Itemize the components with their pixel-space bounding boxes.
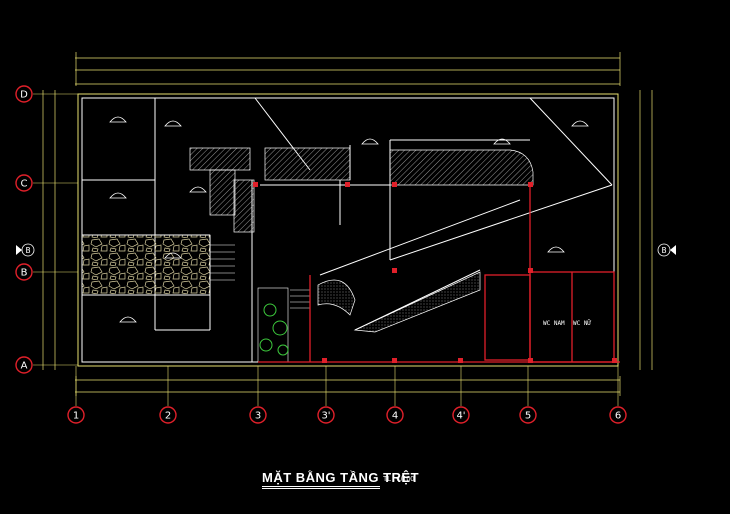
- wc-nam-label: WC NAM: [543, 320, 565, 327]
- row-axis-a: A: [15, 356, 33, 374]
- column-axis-4: 3': [317, 406, 335, 424]
- dimension-lines: [42, 52, 653, 396]
- column-axis-bubbles: 1 2 3 3' 4 4' 5 6: [67, 366, 627, 424]
- column-axis-2: 2: [159, 406, 177, 424]
- column-axis-6: 4': [452, 406, 470, 424]
- column-axis-1-label: 1: [73, 411, 79, 422]
- red-walls: [258, 185, 620, 363]
- title-underline-2: [262, 488, 380, 489]
- column-axis-7-label: 5: [525, 411, 531, 422]
- light-fixtures: [109, 116, 589, 323]
- column-axis-4-label: 3': [321, 411, 330, 422]
- building-walls: [77, 93, 619, 367]
- column-axis-7: 5: [519, 406, 537, 424]
- row-axis-d: D: [15, 85, 33, 103]
- title-underline: [262, 486, 380, 487]
- row-axis-b-label: B: [21, 268, 28, 279]
- section-mark-2-label: B: [662, 246, 667, 255]
- wc-nu-label: WC NỮ: [573, 320, 591, 327]
- row-axis-bubbles: D C B A: [15, 85, 78, 374]
- stairs: [210, 244, 310, 309]
- column-axis-8: 6: [609, 406, 627, 424]
- section-mark-1: B: [16, 243, 35, 257]
- section-mark-1-label: B: [26, 246, 31, 255]
- row-axis-c: C: [15, 174, 33, 192]
- column-axis-3: 3: [249, 406, 267, 424]
- column-axis-3-label: 3: [255, 411, 261, 422]
- hatched-walls: [189, 147, 534, 333]
- row-axis-d-label: D: [20, 90, 28, 101]
- column-axis-1: 1: [67, 406, 85, 424]
- column-axis-5-label: 4: [392, 411, 398, 422]
- column-axis-2-label: 2: [165, 411, 171, 422]
- drawing-title: MẶT BẰNG TẦNG TRỆT: [262, 470, 420, 485]
- row-axis-c-label: C: [21, 179, 28, 190]
- column-axis-5: 4: [386, 406, 404, 424]
- stone-paving: [81, 234, 211, 296]
- drawing-scale: TL : 1/100: [383, 476, 415, 483]
- row-axis-b: B: [15, 263, 33, 281]
- columns: [253, 182, 617, 363]
- garden-plants: [257, 287, 289, 363]
- column-axis-6-label: 4': [456, 411, 465, 422]
- row-axis-a-label: A: [21, 361, 28, 372]
- column-axis-8-label: 6: [615, 411, 621, 422]
- section-mark-2: B: [657, 243, 676, 257]
